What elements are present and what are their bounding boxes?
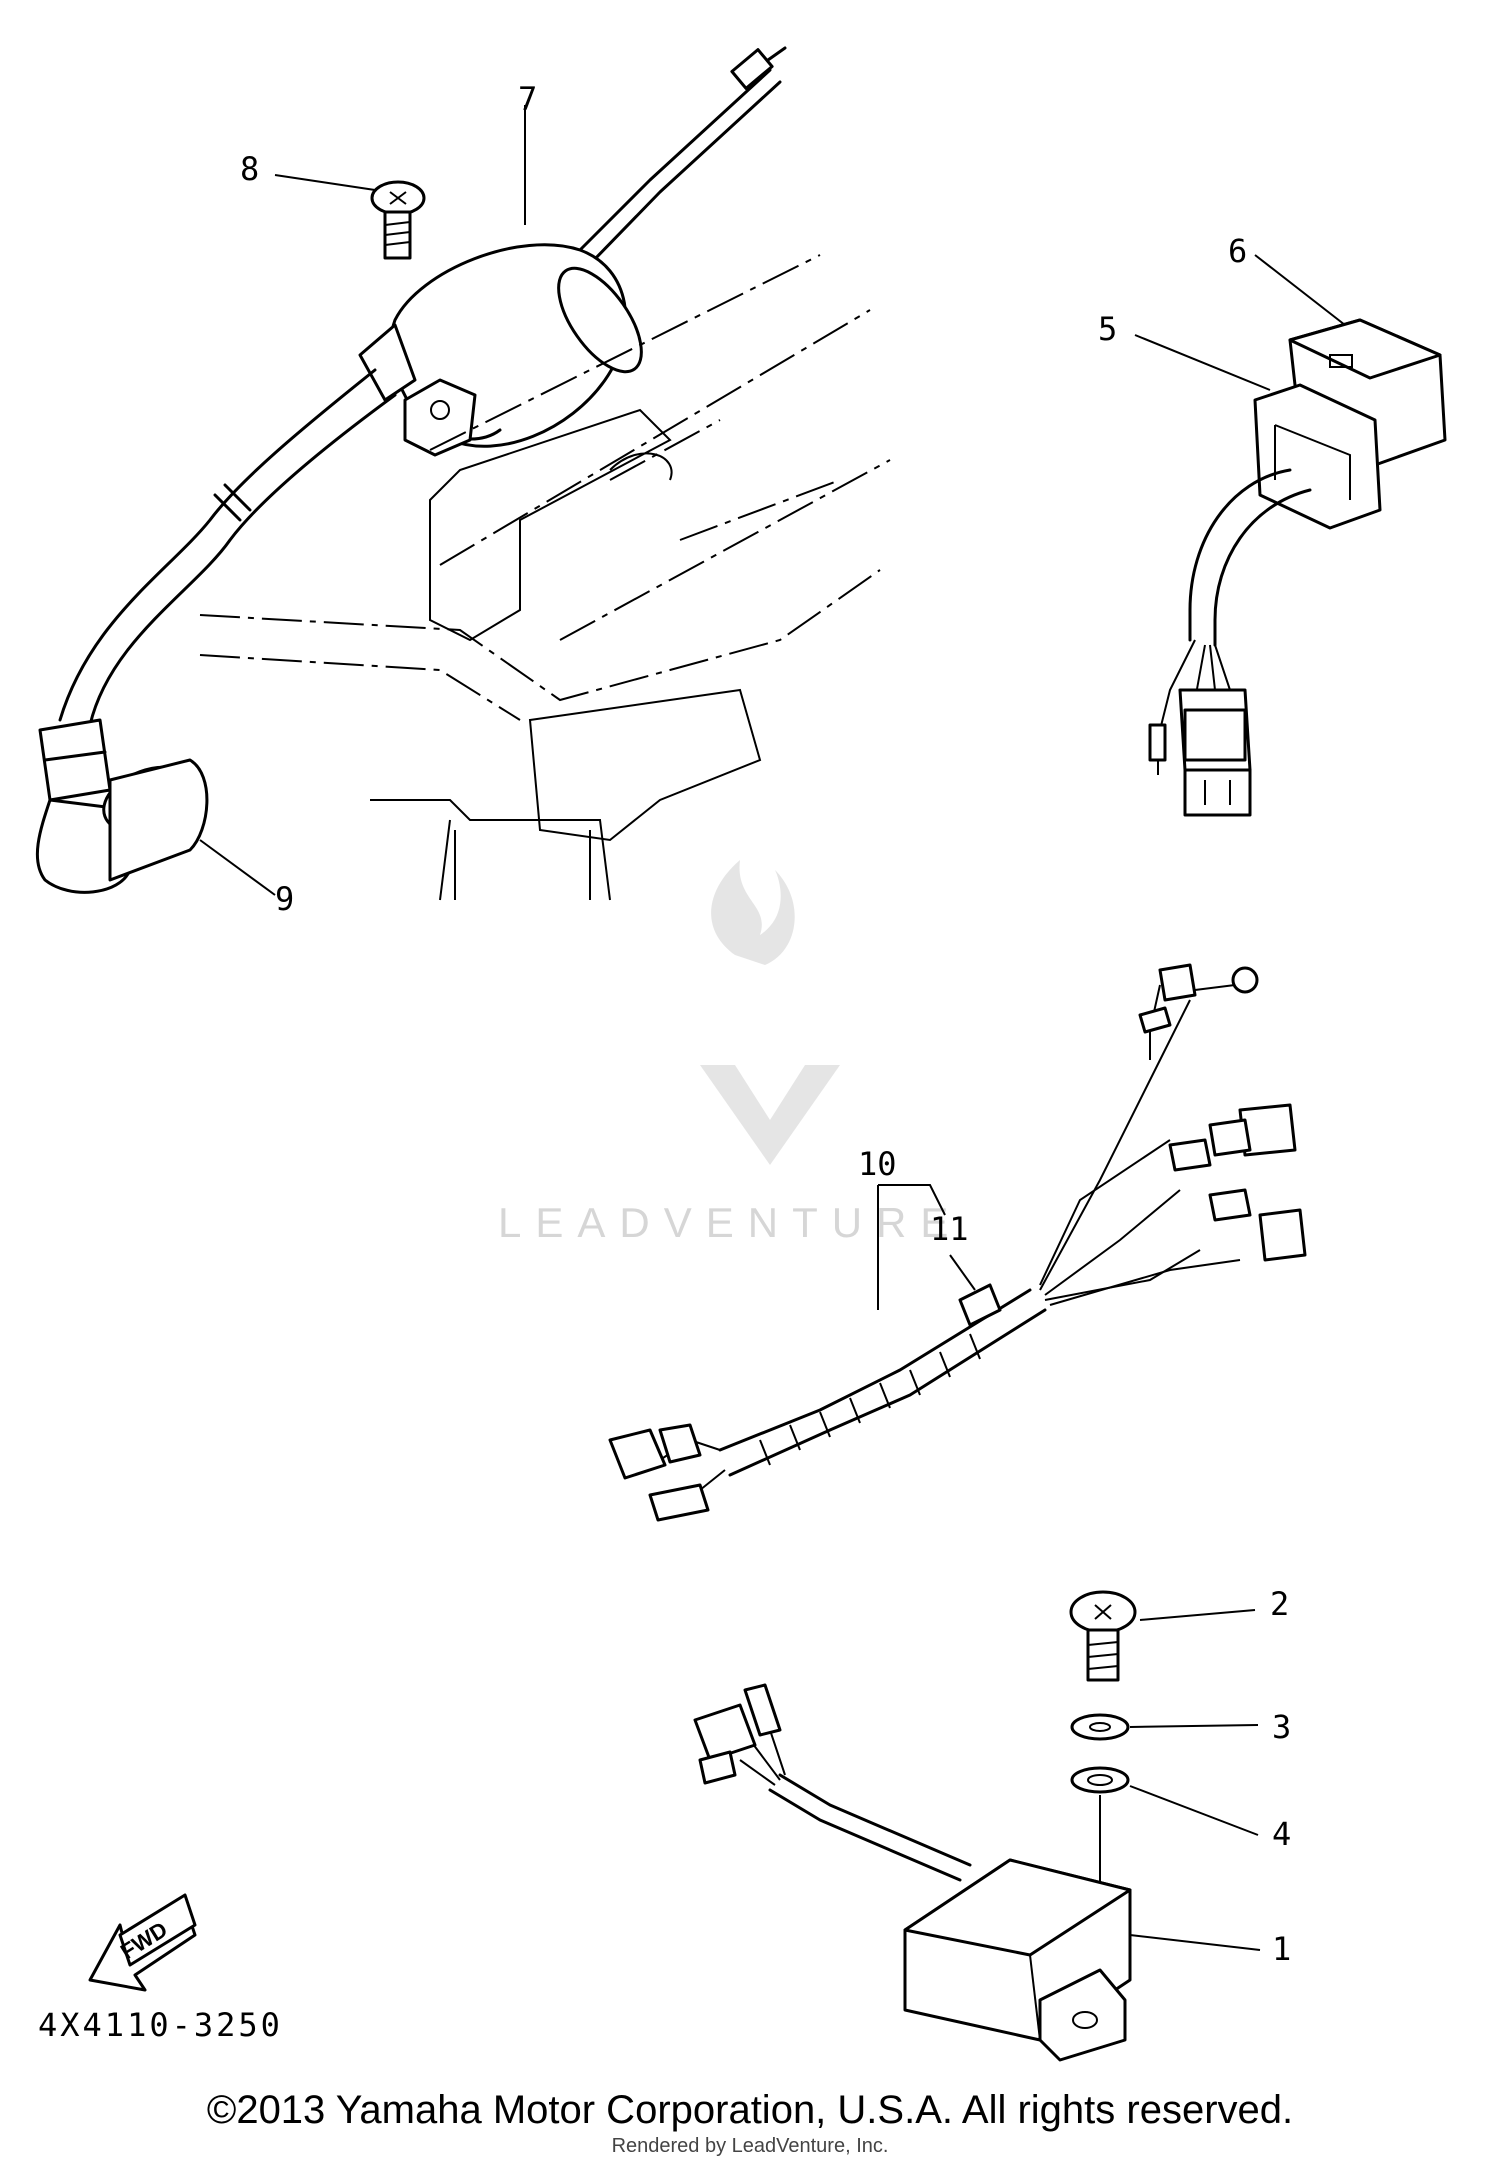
rendered-by-notice: Rendered by LeadVenture, Inc.: [611, 2135, 889, 2157]
label-part-8: 8: [240, 150, 259, 188]
label-part-6: 6: [1228, 232, 1247, 270]
label-leader-lines: [199, 105, 1346, 1951]
ignition-coil-drawing: [35, 46, 787, 894]
label-part-2: 2: [1270, 1585, 1289, 1623]
label-part-11: 11: [930, 1210, 969, 1248]
cdi-unit-drawing: [693, 1590, 1137, 2062]
frame-outline-drawing: [199, 254, 891, 901]
label-part-7: 7: [518, 80, 537, 118]
label-part-4: 4: [1272, 1815, 1291, 1853]
label-part-3: 3: [1272, 1708, 1291, 1746]
watermark-text: LEADVENTURE: [498, 1199, 962, 1246]
label-part-5: 5: [1098, 310, 1117, 348]
rectifier-regulator-drawing: [1148, 318, 1447, 817]
screw-8-drawing: [370, 180, 426, 260]
fwd-arrow-icon: [88, 1893, 197, 1992]
diagram-code: 4X4110-3250: [38, 2006, 283, 2044]
copyright-notice: ©2013 Yamaha Motor Corporation, U.S.A. A…: [206, 2088, 1294, 2132]
label-part-9: 9: [275, 880, 294, 918]
label-part-1: 1: [1272, 1930, 1291, 1968]
watermark-logo-icon: [700, 860, 840, 1165]
label-part-10: 10: [858, 1145, 897, 1183]
wire-harness-drawing: [608, 963, 1307, 1522]
